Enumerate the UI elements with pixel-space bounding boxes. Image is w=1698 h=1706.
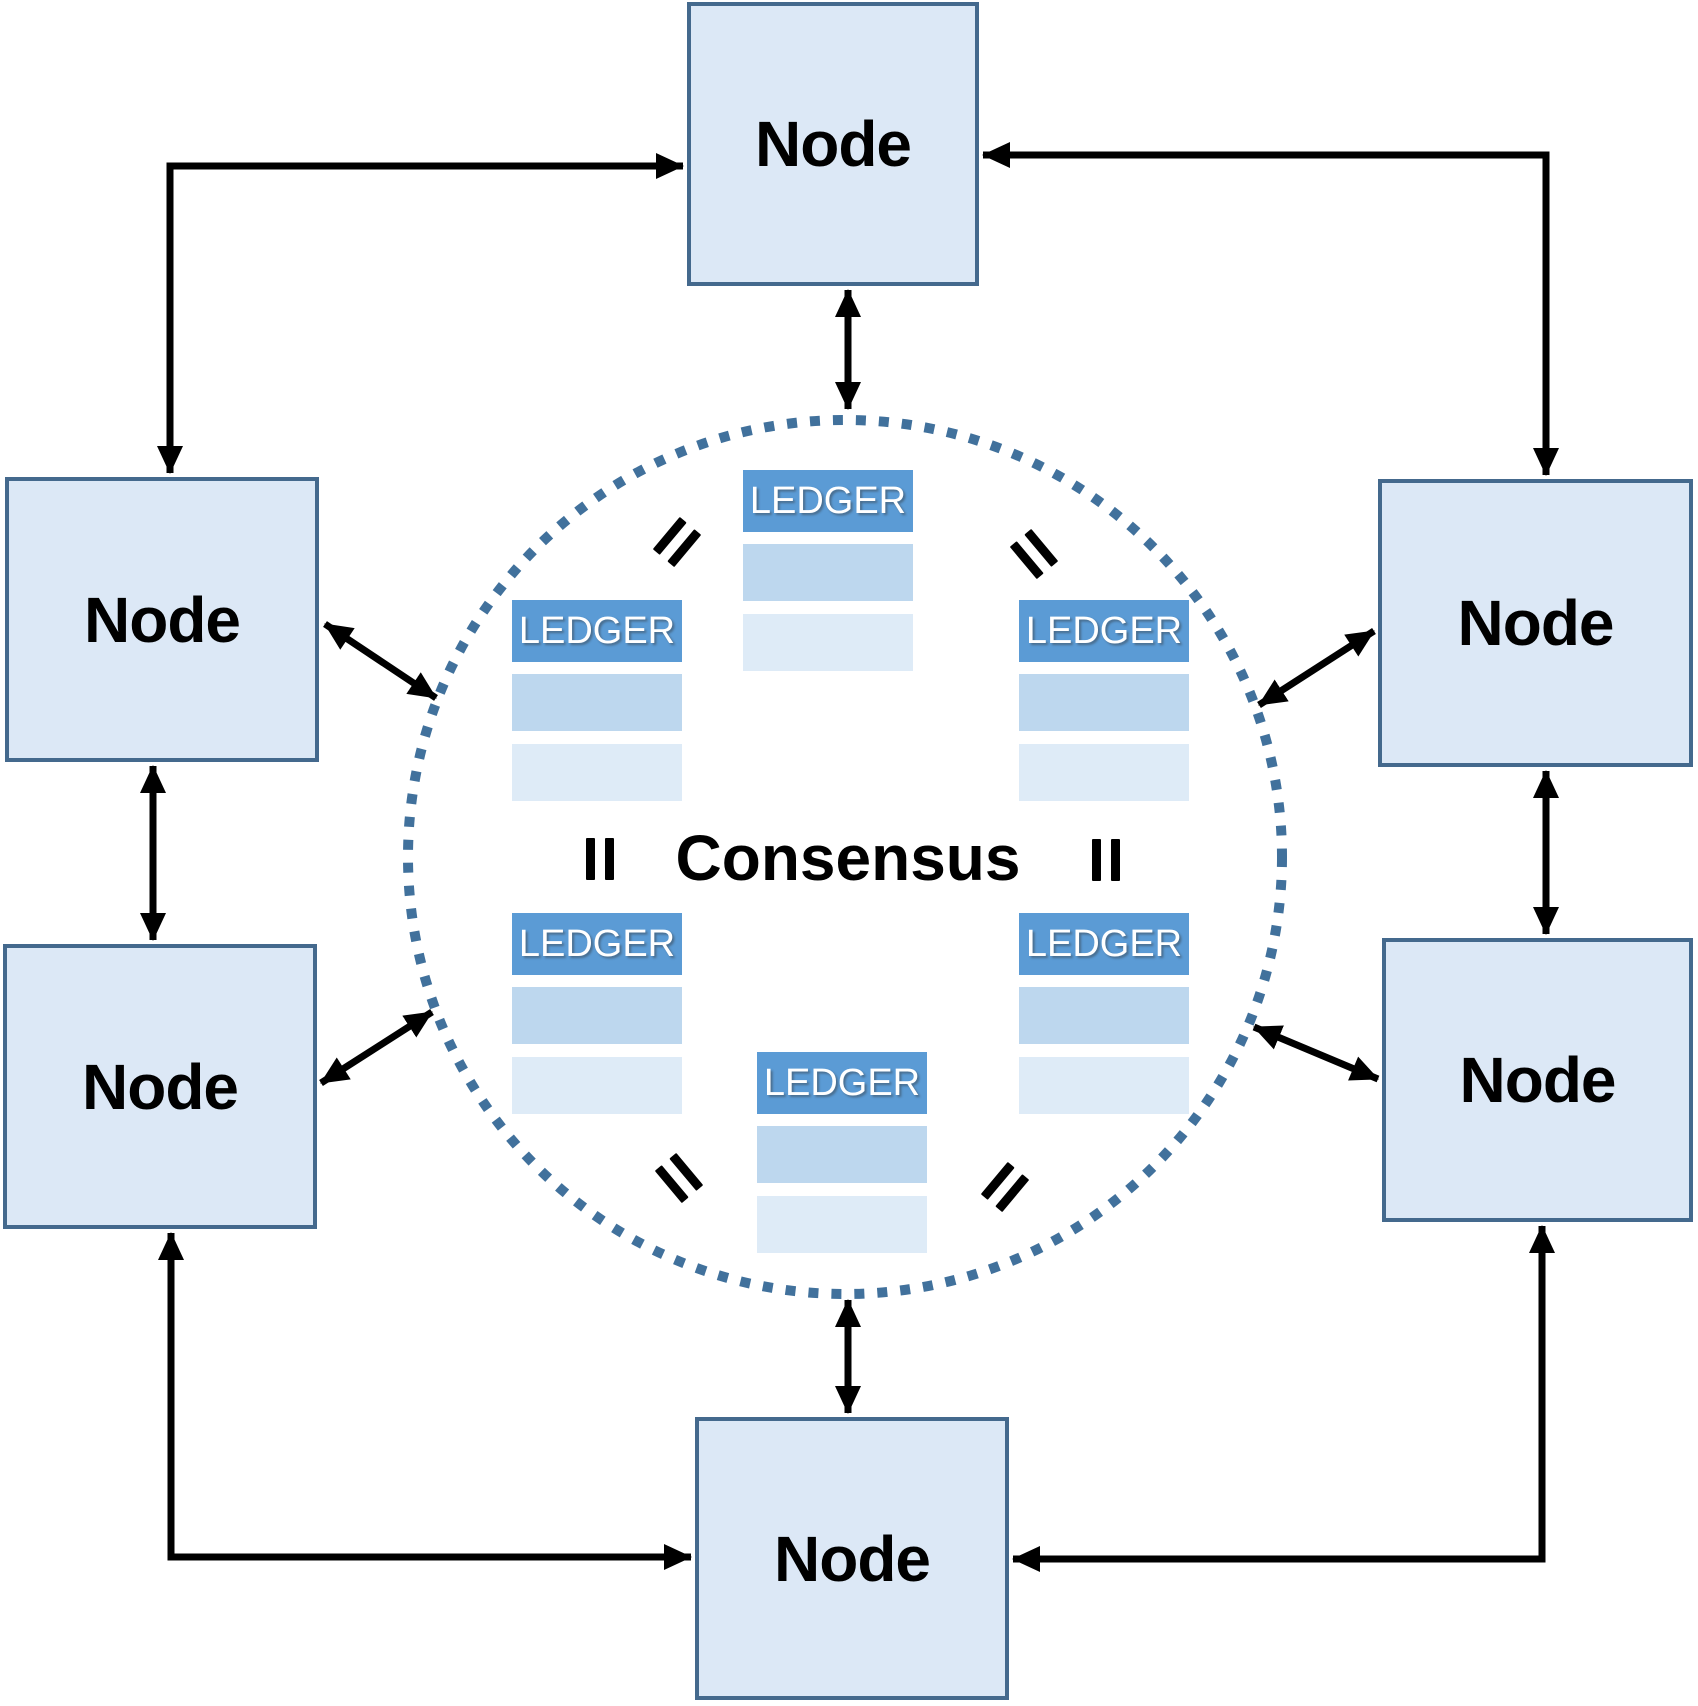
ledger-header: LEDGER: [757, 1052, 927, 1114]
ledger-label: LEDGER: [763, 1061, 921, 1104]
arrow-bottom-right-corner: [1012, 1225, 1555, 1572]
ledger-row-medium: [743, 544, 913, 601]
equals-icon-bottom-right: [980, 1161, 1030, 1213]
ledger-header: LEDGER: [512, 913, 682, 975]
ledger-block-lower-right: LEDGER: [1019, 913, 1189, 1114]
ledger-header: LEDGER: [512, 600, 682, 662]
node-box-lower-right: Node: [1382, 938, 1693, 1222]
ledger-row-light: [757, 1196, 927, 1253]
ledger-label: LEDGER: [518, 609, 676, 652]
ledger-label: LEDGER: [518, 922, 676, 965]
equals-icon-top-right: [1009, 528, 1059, 580]
node-label: Node: [774, 1522, 931, 1595]
ledger-row-light: [1019, 1057, 1189, 1114]
ledger-row-medium: [1019, 987, 1189, 1044]
equals-icon-bottom-left: [654, 1152, 704, 1204]
node-box-lower-left: Node: [3, 944, 317, 1229]
node-label: Node: [755, 108, 912, 180]
ledger-row-light: [512, 744, 682, 801]
arrow-lower-left-diagonal: [319, 1009, 434, 1086]
ledger-row-medium: [1019, 674, 1189, 731]
node-label: Node: [82, 1050, 239, 1123]
ledger-row-light: [743, 614, 913, 671]
node-label: Node: [1459, 1044, 1617, 1116]
node-label: Node: [84, 583, 241, 656]
ledger-block-lower-left: LEDGER: [512, 913, 682, 1114]
ledger-header: LEDGER: [1019, 600, 1189, 662]
arrow-bottom-left-corner: [158, 1232, 692, 1570]
arrow-top-right-corner: [982, 142, 1559, 476]
node-box-top: Node: [687, 2, 979, 286]
node-box-upper-left: Node: [5, 477, 319, 762]
ledger-header: LEDGER: [743, 470, 913, 532]
arrow-top-left-corner: [157, 153, 684, 474]
arrow-lower-right-diagonal: [1252, 1023, 1380, 1083]
arrow-upper-right-diagonal: [1257, 628, 1376, 708]
arrow-upper-left-diagonal: [323, 621, 438, 701]
equals-icon-mid-right: [1092, 839, 1120, 881]
ledger-block-mid-right: LEDGER: [1019, 600, 1189, 801]
node-box-bottom: Node: [695, 1417, 1009, 1700]
ledger-label: LEDGER: [749, 479, 907, 522]
ledger-header: LEDGER: [1019, 913, 1189, 975]
ledger-block-mid-left: LEDGER: [512, 600, 682, 801]
equals-icon-top-left: [652, 516, 702, 568]
ledger-block-bottom-center: LEDGER: [757, 1052, 927, 1253]
ledger-row-medium: [757, 1126, 927, 1183]
ledger-label: LEDGER: [1025, 609, 1183, 652]
ledger-label: LEDGER: [1025, 922, 1183, 965]
ledger-row-medium: [512, 987, 682, 1044]
ledger-row-light: [512, 1057, 682, 1114]
node-box-upper-right: Node: [1378, 479, 1693, 767]
equals-icon-mid-left: [586, 838, 614, 880]
ledger-row-light: [1019, 744, 1189, 801]
node-label: Node: [1457, 587, 1615, 659]
consensus-label: Consensus: [675, 822, 1021, 894]
ledger-row-medium: [512, 674, 682, 731]
ledger-block-top-center: LEDGER: [743, 470, 913, 671]
